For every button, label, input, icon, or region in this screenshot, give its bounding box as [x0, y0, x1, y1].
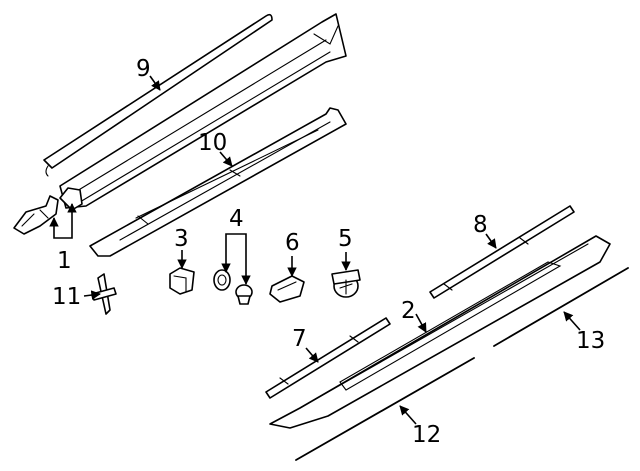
part-12-seal-strip	[295, 357, 475, 461]
leader-9	[149, 75, 161, 91]
part-6-clip-nut	[269, 275, 305, 303]
callout-1: 1	[57, 248, 72, 274]
leader-4-right	[236, 233, 251, 285]
callout-5: 5	[338, 226, 353, 252]
leader-1-right	[64, 203, 77, 239]
leader-7	[305, 347, 319, 363]
callout-11: 11	[52, 284, 81, 310]
part-7-lower-strip	[265, 317, 391, 399]
part-rocker-molding-upper	[59, 13, 347, 209]
callout-9: 9	[136, 56, 151, 82]
callout-2: 2	[401, 298, 416, 324]
leader-12	[399, 405, 417, 425]
part-1-end-brackets	[13, 187, 83, 235]
callout-12: 12	[412, 422, 441, 448]
callout-6: 6	[285, 230, 300, 256]
part-3-clip	[169, 267, 195, 295]
leader-1-left	[49, 217, 64, 239]
leader-2	[415, 313, 427, 333]
callout-4: 4	[229, 206, 244, 232]
leader-10	[219, 151, 233, 167]
part-13-seal-strip	[493, 267, 629, 347]
callout-7: 7	[292, 326, 307, 352]
leader-11	[83, 290, 101, 300]
part-9-upper-trim-strip	[43, 13, 273, 177]
leader-13	[563, 311, 581, 331]
callout-13: 13	[576, 328, 605, 354]
part-5-retainer	[331, 269, 361, 298]
callout-3: 3	[174, 226, 189, 252]
part-8-upper-strip	[429, 205, 575, 299]
part-2-rocker-molding	[269, 235, 611, 429]
leader-4-left	[221, 233, 236, 273]
callout-8: 8	[473, 212, 488, 238]
callout-10: 10	[198, 130, 227, 156]
leader-8	[485, 233, 497, 249]
part-10-lower-molding	[89, 107, 347, 257]
